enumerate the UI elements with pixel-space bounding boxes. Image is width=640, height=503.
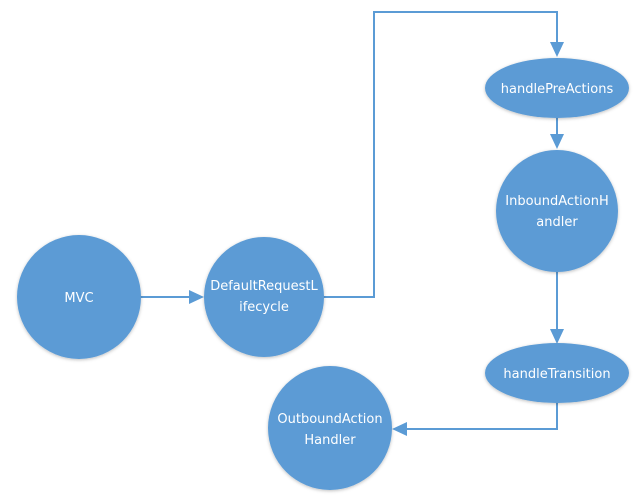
node-label-line-1: OutboundAction — [277, 412, 382, 427]
node-handle-pre-actions: handlePreActions — [485, 58, 629, 118]
node-label: handlePreActions — [501, 82, 614, 97]
node-handle-transition: handleTransition — [485, 343, 629, 403]
node-inbound-action-handler: InboundActionH andler — [496, 150, 618, 272]
edge-mvc-to-default-request-lifecycle — [140, 290, 204, 304]
edge-handle-pre-actions-to-inbound-action-handler — [550, 118, 564, 149]
node-outbound-action-handler: OutboundAction Handler — [268, 366, 392, 490]
node-label-line-1: InboundActionH — [505, 194, 609, 209]
edge-inbound-action-handler-to-handle-transition — [550, 272, 564, 344]
node-label: handleTransition — [503, 367, 610, 382]
node-mvc: MVC — [17, 235, 141, 359]
node-label-line-2: ifecycle — [239, 300, 289, 315]
node-label-line-2: Handler — [304, 433, 356, 448]
node-label-line-1: DefaultRequestL — [210, 279, 318, 294]
node-label: MVC — [64, 291, 93, 306]
edge-handle-transition-to-outbound-action-handler — [392, 403, 558, 436]
edge-default-request-lifecycle-to-handle-pre-actions — [322, 11, 564, 298]
node-default-request-lifecycle: DefaultRequestL ifecycle — [204, 237, 324, 357]
node-label-line-2: andler — [536, 215, 578, 230]
